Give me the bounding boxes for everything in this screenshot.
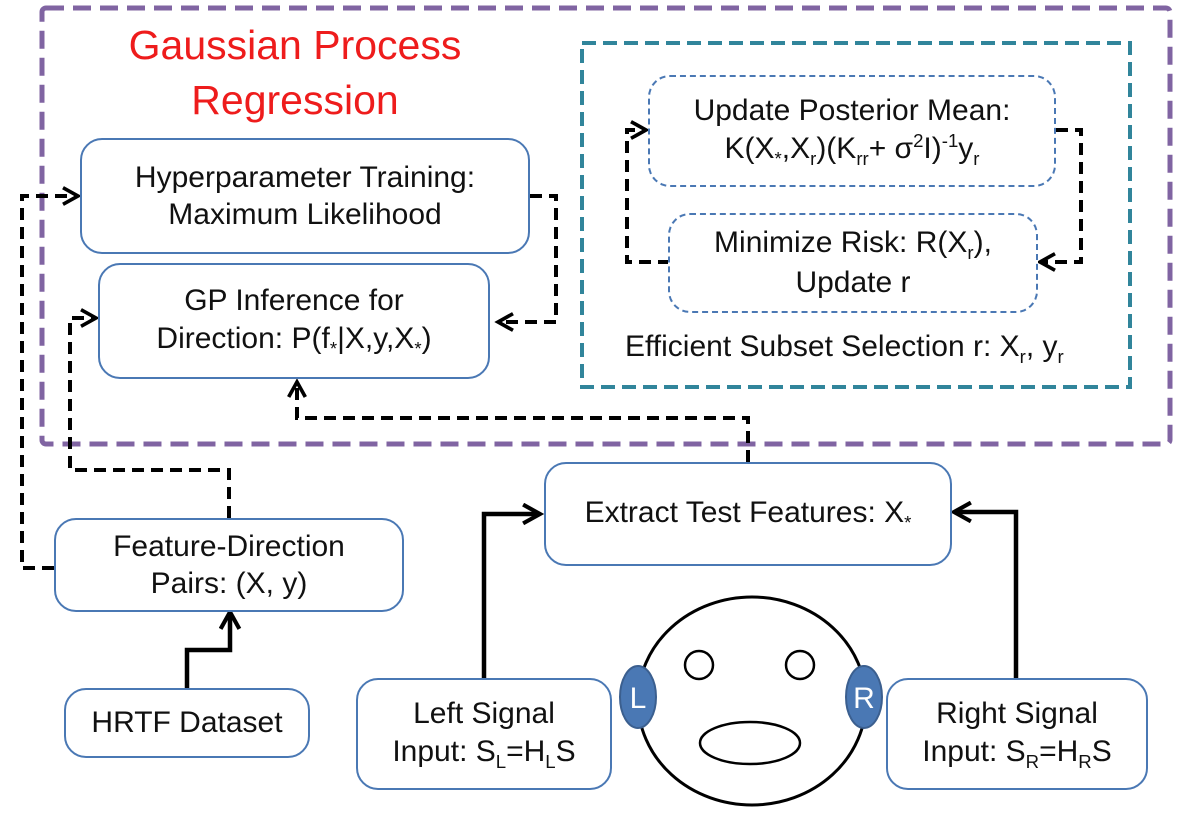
gpr-title: Gaussian Process Regression (60, 18, 530, 129)
arrow-extract-to-inference (297, 382, 750, 462)
left-eye-icon (683, 649, 715, 681)
hyperparameter-training-box: Hyperparameter Training: Maximum Likelih… (80, 138, 530, 254)
left-signal-box: Left Signal Input: SL=HLS (356, 678, 612, 790)
arrow-training-to-inference (498, 194, 558, 322)
arrow-right-to-extract (954, 512, 1019, 678)
head-illustration: L R (619, 595, 883, 807)
gpr-title-line1: Gaussian Process (128, 22, 462, 68)
risk-line1: Minimize Risk: R(Xr), (714, 226, 992, 264)
minimize-risk-box: Minimize Risk: R(Xr), Update r (668, 213, 1038, 313)
arrow-hrtf-to-pairs (184, 612, 230, 688)
posterior-formula: K(X*,Xr)(Krr+ σ2I)-1yr (724, 130, 980, 170)
right-signal-line1: Right Signal (936, 697, 1098, 731)
left-ear-icon (619, 665, 657, 729)
pairs-line2: Pairs: (X, y) (150, 567, 308, 600)
arrow-pairs-to-training (20, 196, 78, 570)
inference-line2: Direction: P(f*|X,y,X*) (156, 321, 432, 359)
gpr-frame (39, 5, 1173, 447)
left-signal-line1: Left Signal (413, 697, 555, 731)
left-ear-label: L (630, 682, 647, 715)
mouth-icon (698, 720, 802, 766)
arrow-risk-to-posterior (625, 130, 670, 264)
right-signal-box: Right Signal Input: SR=HRS (886, 678, 1148, 790)
pairs-line1: Feature-Direction (113, 529, 345, 563)
hrtf-label: HRTF Dataset (91, 706, 283, 740)
left-signal-line2: Input: SL=HLS (392, 734, 576, 772)
gp-inference-box: GP Inference for Direction: P(f*|X,y,X*) (98, 263, 490, 379)
right-signal-line2: Input: SR=HRS (922, 734, 1112, 772)
right-eye-icon (784, 649, 816, 681)
right-ear-icon (845, 665, 883, 729)
feature-direction-pairs-box: Feature-Direction Pairs: (X, y) (54, 518, 404, 612)
subset-selection-label: Efficient Subset Selection r: Xr, yr (625, 330, 1064, 367)
risk-line2: Update r (795, 266, 911, 300)
hyperparameter-line2: Maximum Likelihood (168, 198, 442, 231)
extract-features-box: Extract Test Features: X* (544, 462, 952, 566)
hrtf-dataset-box: HRTF Dataset (64, 688, 310, 758)
posterior-mean-box: Update Posterior Mean: K(X*,Xr)(Krr+ σ2I… (648, 75, 1056, 187)
extract-line: Extract Test Features: X* (584, 495, 912, 533)
arrow-left-to-extract (481, 514, 540, 678)
arrow-posterior-to-risk (1040, 128, 1083, 262)
subset-frame (580, 41, 1132, 389)
posterior-line1: Update Posterior Mean: (693, 93, 1011, 127)
inference-line1: GP Inference for (184, 284, 404, 318)
head-outline (636, 595, 868, 807)
right-ear-label: R (853, 682, 875, 715)
hyperparameter-line1: Hyperparameter Training: (134, 160, 476, 194)
gpr-title-line2: Regression (191, 77, 399, 124)
arrow-pairs-to-inference (68, 318, 231, 518)
